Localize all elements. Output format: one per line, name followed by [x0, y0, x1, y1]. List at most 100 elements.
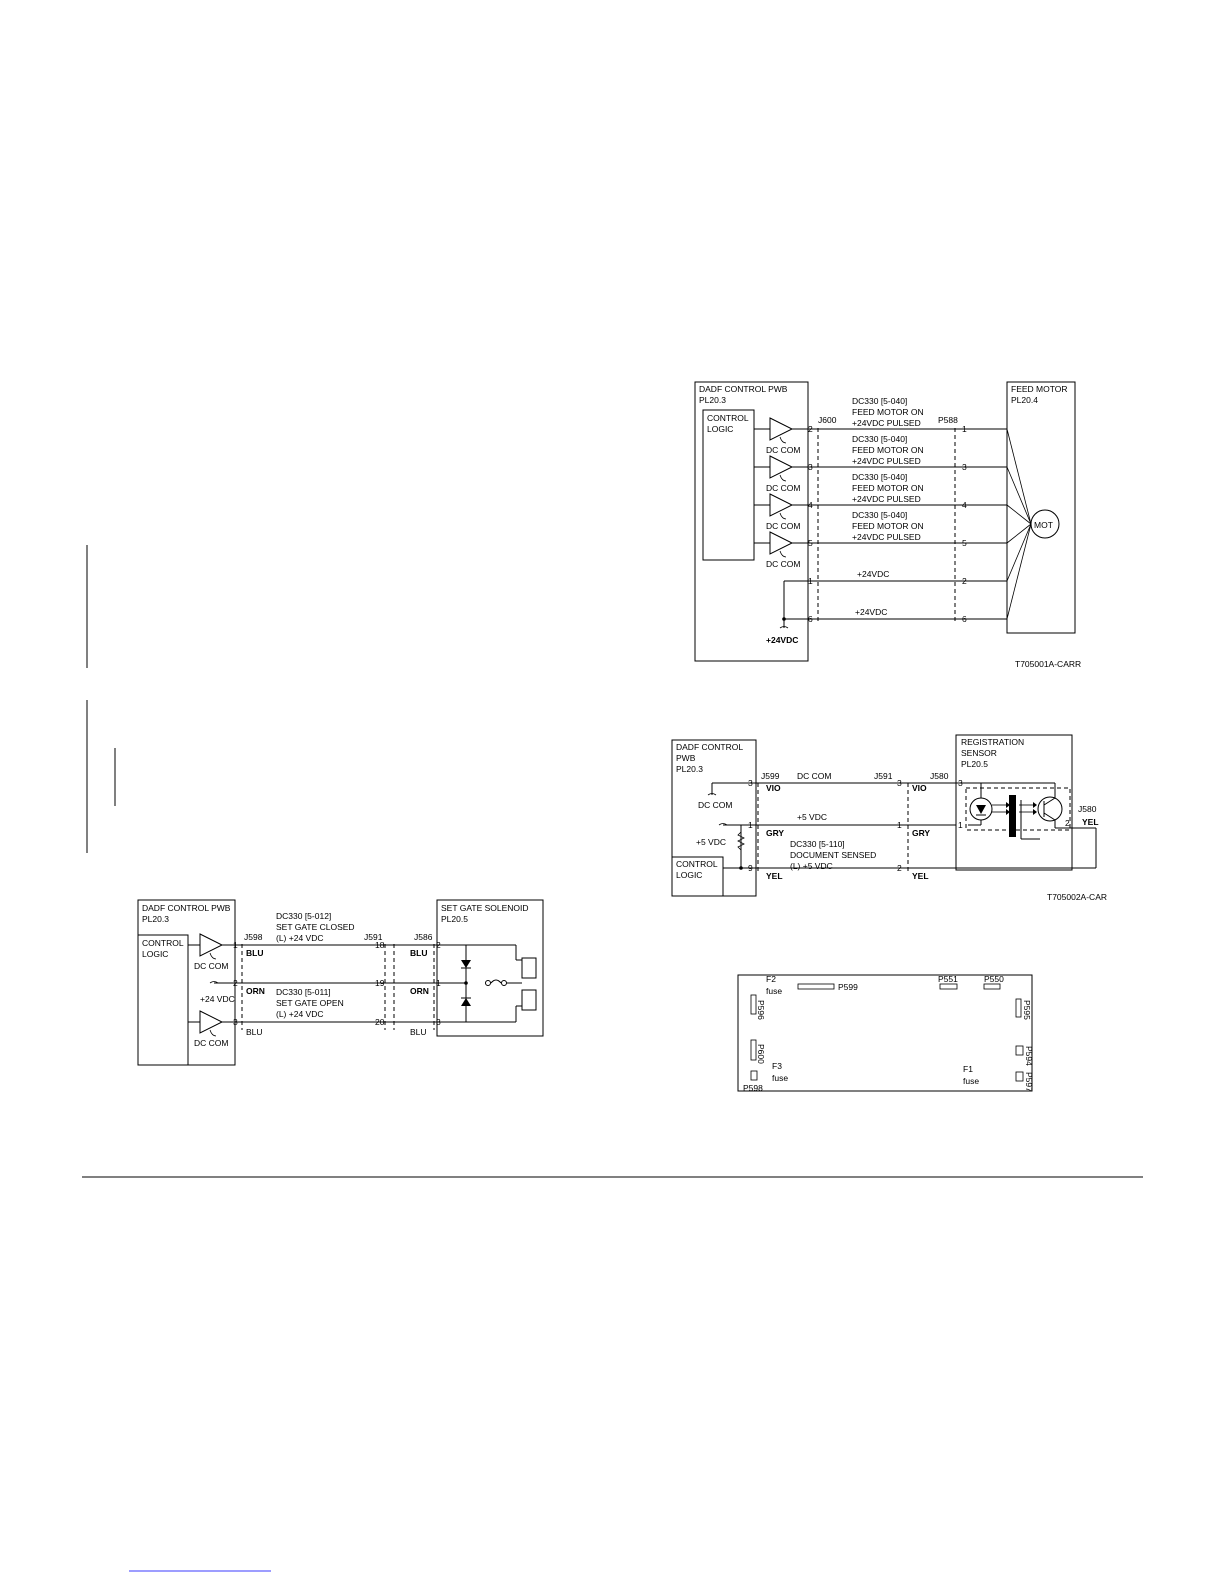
rs-yel-out: YEL: [1082, 817, 1099, 827]
rs-sig-3: (L) +5 VDC: [790, 861, 833, 871]
sg-pin-6: 2: [436, 940, 441, 950]
fm-sig-c2: FEED MOTOR ON: [852, 483, 924, 493]
fm-pin-r2: 4: [962, 500, 967, 510]
fm-dccom-1: DC COM: [766, 445, 800, 455]
rs-sig-2: DOCUMENT SENSED: [790, 850, 876, 860]
pl-p598: P598: [743, 1083, 763, 1093]
fm-pin-l3: 5: [808, 538, 813, 548]
rs-ref: T705002A-CAR: [1047, 892, 1107, 902]
fm-pin-r5: 6: [962, 614, 967, 624]
photo-sensor-icon: [965, 782, 1072, 840]
sg-pin-4: 19: [375, 978, 385, 988]
sg-closed-1: DC330 [5-012]: [276, 911, 331, 921]
fm-j600: J600: [818, 415, 837, 425]
rs-board-2: PWB: [676, 753, 696, 763]
rs-gry-left: GRY: [766, 828, 784, 838]
sg-logic-2: LOGIC: [142, 949, 168, 959]
sg-j598: J598: [244, 932, 263, 942]
sg-board-pl: PL20.3: [142, 914, 169, 924]
pl-p599: P599: [838, 982, 858, 992]
pl-p551: P551: [938, 974, 958, 984]
sg-solenoid-pl: PL20.5: [441, 914, 468, 924]
sg-logic-1: CONTROL: [142, 938, 184, 948]
sg-closed-3: (L) +24 VDC: [276, 933, 323, 943]
fm-motor-title: FEED MOTOR: [1011, 384, 1068, 394]
sg-open-2: SET GATE OPEN: [276, 998, 344, 1008]
pl-p550: P550: [984, 974, 1004, 984]
fm-24v-a: +24VDC: [857, 569, 889, 579]
p595-connector: [1015, 998, 1022, 1018]
fm-24v-source: +24VDC: [766, 635, 798, 645]
fm-pin-r0: 1: [962, 424, 967, 434]
sg-pin-2: 3: [233, 1017, 238, 1027]
rs-sensor-2: SENSOR: [961, 748, 997, 758]
rs-sensor-pl: PL20.5: [961, 759, 988, 769]
fm-sig-a1: DC330 [5-040]: [852, 396, 907, 406]
sg-pin-7: 1: [436, 978, 441, 988]
rs-gry-right: GRY: [912, 828, 930, 838]
rs-sig-1: DC330 [5-110]: [790, 839, 845, 849]
p550-connector: [983, 983, 1001, 990]
fm-pin-r3: 5: [962, 538, 967, 548]
pl-p597: P597: [1024, 1072, 1034, 1092]
sg-pin-0: 1: [233, 940, 238, 950]
fm-sig-c3: +24VDC PULSED: [852, 494, 921, 504]
fm-sig-b2: FEED MOTOR ON: [852, 445, 924, 455]
sg-closed-2: SET GATE CLOSED: [276, 922, 355, 932]
rs-pin-1: 1: [748, 820, 753, 830]
sg-orn-2: ORN: [410, 986, 429, 996]
p600-connector: [750, 1039, 757, 1061]
sg-pin-1: 2: [233, 978, 238, 988]
rs-j580: J580: [930, 771, 949, 781]
rs-j580-out: J580: [1078, 804, 1097, 814]
rs-yel-right: YEL: [912, 871, 929, 881]
rs-pin-2: 9: [748, 863, 753, 873]
pl-f2: F2: [766, 974, 776, 984]
sg-dccom-1: DC COM: [194, 961, 228, 971]
fm-pin-l2: 4: [808, 500, 813, 510]
sg-j591: J591: [364, 932, 383, 942]
fm-pin-l5: 6: [808, 614, 813, 624]
fm-pin-l4: 1: [808, 576, 813, 586]
pl-p596: P596: [756, 1000, 766, 1020]
rs-dccom-top: DC COM: [797, 771, 831, 781]
fm-motor-leads: [1006, 428, 1032, 620]
fm-sig-a3: +24VDC PULSED: [852, 418, 921, 428]
fm-sig-d3: +24VDC PULSED: [852, 532, 921, 542]
fm-board-pl: PL20.3: [699, 395, 726, 405]
p594-connector: [1015, 1045, 1024, 1056]
fm-24v-b: +24VDC: [855, 607, 887, 617]
pl-f2-fuse: fuse: [766, 986, 782, 996]
sg-dccom-2: DC COM: [194, 1038, 228, 1048]
fm-dccom-2: DC COM: [766, 483, 800, 493]
feed-motor-diagram: DADF CONTROL PWB PL20.3 CONTROL LOGIC FE…: [694, 381, 1081, 669]
pl-p595: P595: [1022, 1000, 1032, 1020]
sg-open-3: (L) +24 VDC: [276, 1009, 323, 1019]
fm-sig-d2: FEED MOTOR ON: [852, 521, 924, 531]
p551-connector: [939, 983, 958, 990]
rs-pin-0: 3: [748, 778, 753, 788]
pl-p600: P600: [756, 1044, 766, 1064]
pwb-layout-diagram: F2 fuse F3 fuse F1 fuse P599 P551 P550 P…: [737, 974, 1034, 1093]
margin-bars: [86, 545, 116, 853]
fm-logic-1: CONTROL: [707, 413, 749, 423]
fm-sig-a2: FEED MOTOR ON: [852, 407, 924, 417]
rs-pin-4: 1: [897, 820, 902, 830]
rs-logic-1: CONTROL: [676, 859, 718, 869]
fm-drivers: DC COM DC COM DC COM DC COM: [754, 417, 800, 569]
fm-p588: P588: [938, 415, 958, 425]
rs-vio-left: VIO: [766, 783, 781, 793]
p597-connector: [1015, 1071, 1024, 1082]
p599-connector: [797, 983, 835, 990]
sg-j586: J586: [414, 932, 433, 942]
sg-orn-1: ORN: [246, 986, 265, 996]
pl-f3-fuse: fuse: [772, 1073, 788, 1083]
fm-sig-b3: +24VDC PULSED: [852, 456, 921, 466]
fm-pin-l1: 3: [808, 462, 813, 472]
rs-j599: J599: [761, 771, 780, 781]
sg-blu-2: BLU: [246, 1027, 263, 1037]
rs-vio-right: VIO: [912, 783, 927, 793]
pl-p594: P594: [1024, 1046, 1034, 1066]
fm-pin-r4: 2: [962, 576, 967, 586]
